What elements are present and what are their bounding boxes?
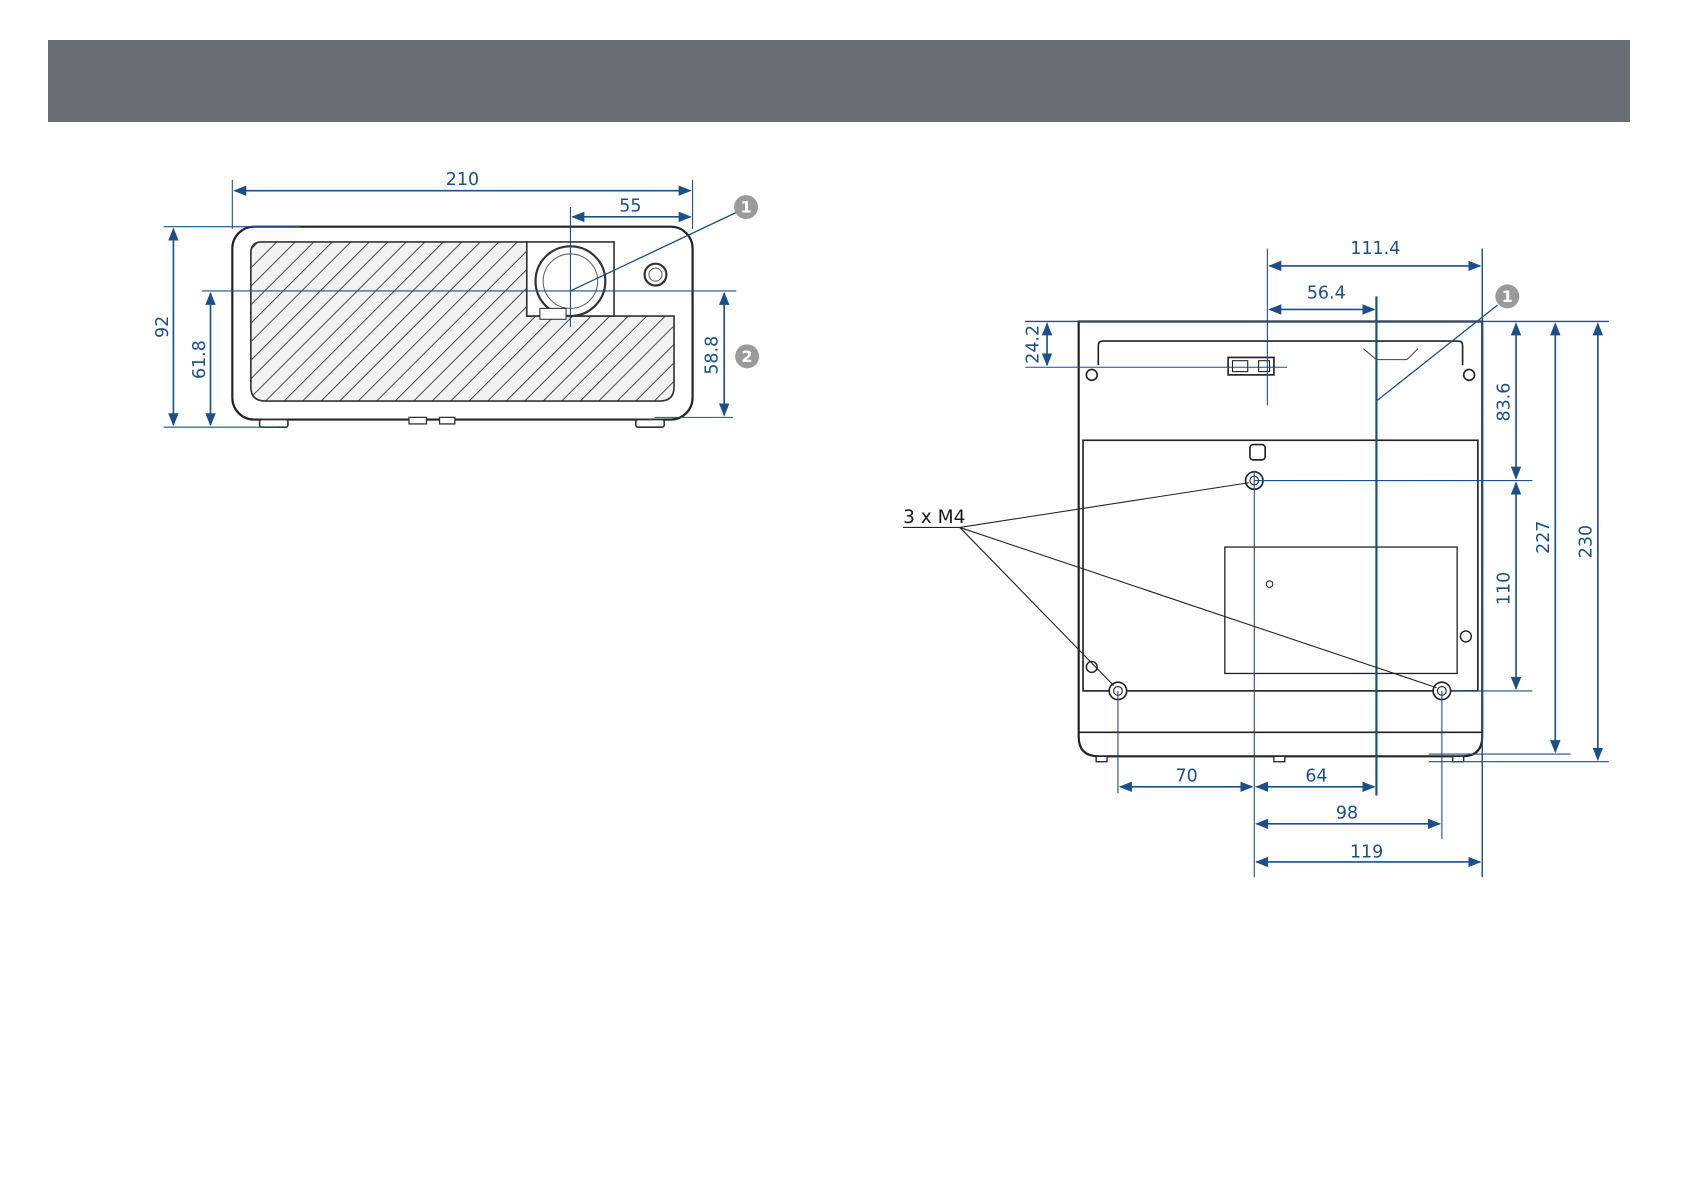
dim-227: 227 <box>1534 521 1554 554</box>
dim-111-4: 111.4 <box>1350 239 1400 259</box>
dim-110: 110 <box>1494 572 1514 605</box>
dim-70: 70 <box>1176 766 1198 786</box>
dim-58-8: 58.8 <box>703 336 723 375</box>
screw-spec-label: 3 x M4 <box>903 507 965 528</box>
dim-56-4: 56.4 <box>1307 284 1346 304</box>
dim-83-6: 83.6 <box>1494 383 1514 422</box>
dim-61-8: 61.8 <box>190 340 210 379</box>
bottom-view: 111.4 56.4 24.2 83.6 110 227 230 <box>903 239 1609 877</box>
dim-55: 55 <box>619 196 641 216</box>
dim-119: 119 <box>1350 843 1383 863</box>
callout-1-front-label: 1 <box>740 198 751 217</box>
dim-230: 230 <box>1576 525 1596 558</box>
callout-2-front-label: 2 <box>741 347 752 366</box>
cover-plate <box>1225 547 1457 673</box>
dim-24-2: 24.2 <box>1023 325 1043 364</box>
front-view: 210 55 92 61.8 58.8 1 2 <box>153 170 759 427</box>
sensor-icon <box>645 264 667 286</box>
dim-64: 64 <box>1305 766 1327 786</box>
dim-92: 92 <box>153 316 173 338</box>
dim-98: 98 <box>1336 803 1358 823</box>
dim-210: 210 <box>446 170 479 190</box>
callout-1-bottom-label: 1 <box>1502 287 1513 306</box>
